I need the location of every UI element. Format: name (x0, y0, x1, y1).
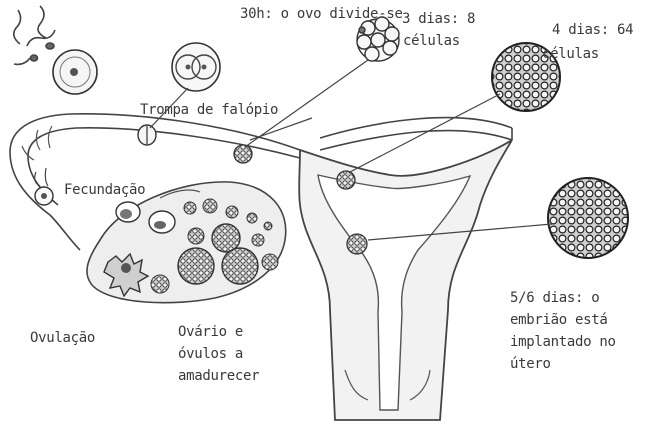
implantation-site (347, 234, 367, 254)
label-3dias-line2: células (403, 31, 460, 51)
label-56dias-line4: útero (510, 354, 551, 374)
implanting-embryo (548, 178, 628, 258)
label-56dias-line1: 5/6 dias: o (510, 288, 599, 308)
label-4dias-line1: 4 dias: 64 (552, 20, 633, 40)
label-ovulacao: Ovulação (30, 328, 95, 348)
fertilized-egg (53, 50, 97, 94)
tube-zygote (138, 125, 156, 145)
ovary (87, 182, 286, 303)
label-4dias-line2: células (542, 44, 599, 64)
label-30h: 30h: o ovo divide-se (240, 4, 403, 24)
label-56dias-line3: implantado no (510, 332, 616, 352)
label-3dias-line1: 3 dias: 8 (402, 9, 475, 29)
label-ovario-line3: amadurecer (178, 366, 259, 386)
fertilization-ovum (35, 168, 53, 205)
fimbriae (22, 126, 52, 160)
label-ovario-line2: óvulos a (178, 344, 243, 364)
uterus-blastocyst (337, 171, 355, 189)
label-56dias-line2: embrião está (510, 310, 608, 330)
label-ovario-line1: Ovário e (178, 322, 243, 342)
tube-morula (234, 145, 252, 163)
two-cell-zygote (172, 43, 220, 91)
sperm-cells (14, 6, 55, 64)
label-fecundacao: Fecundação (64, 180, 145, 200)
label-trompa: Trompa de falópio (140, 100, 278, 120)
